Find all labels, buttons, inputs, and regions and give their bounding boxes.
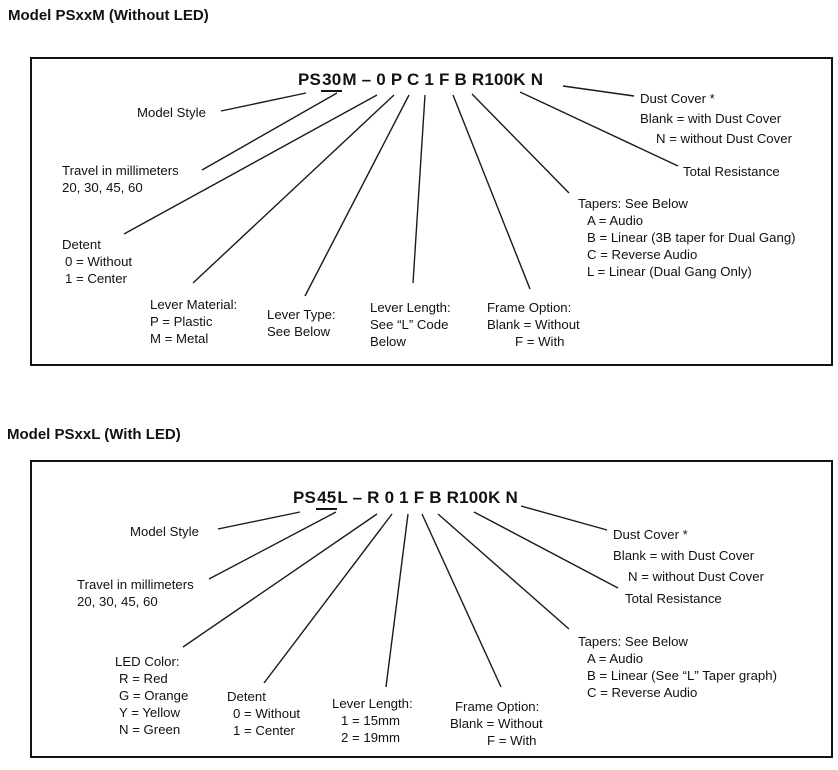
label-line: Tapers: See Below — [578, 634, 688, 649]
label-line: Below — [370, 334, 406, 349]
label-model-style-2: Model Style — [130, 523, 199, 540]
label-line: See Below — [267, 324, 331, 339]
label-lever-length-2: Lever Length: 1 = 15mm 2 = 19mm — [332, 695, 413, 746]
label-line: Blank = with Dust Cover — [640, 111, 782, 126]
label-line: 1 = 15mm — [341, 713, 401, 728]
pn-prefix: PS — [298, 70, 322, 89]
label-total-resistance-2: Total Resistance — [625, 590, 722, 607]
diagram-box-psxxm — [30, 57, 833, 366]
label-line: Blank = Without — [487, 317, 580, 332]
label-line: Y = Yellow — [119, 705, 180, 720]
label-lever-material-1: Lever Material: P = Plastic M = Metal — [150, 296, 237, 347]
label-detent-2: Detent 0 = Without 1 = Center — [227, 688, 300, 739]
label-line: G = Orange — [119, 688, 189, 703]
label-line: 1 = Center — [233, 723, 295, 738]
label-line: F = With — [487, 733, 537, 748]
label-line: Dust Cover * — [613, 527, 688, 542]
label-line: Model Style — [137, 105, 206, 120]
label-line: A = Audio — [587, 651, 644, 666]
label-line: Total Resistance — [683, 164, 780, 179]
label-line: 2 = 19mm — [341, 730, 401, 745]
label-line: N = without Dust Cover — [628, 569, 764, 584]
label-line: Lever Type: — [267, 307, 336, 322]
label-line: M = Metal — [150, 331, 209, 346]
label-line: Total Resistance — [625, 591, 722, 606]
pn-suffix: L – R 0 1 F B R100K N — [337, 488, 518, 507]
label-line: 20, 30, 45, 60 — [77, 594, 158, 609]
label-line: F = With — [515, 334, 565, 349]
label-line: Dust Cover * — [640, 91, 715, 106]
label-line: LED Color: — [115, 654, 180, 669]
label-line: Travel in millimeters — [62, 163, 179, 178]
pn-travel-underlined: 45 — [316, 488, 338, 510]
label-dust-cover-2: Dust Cover * Blank = with Dust Cover N =… — [613, 524, 764, 587]
label-travel-2: Travel in millimeters 20, 30, 45, 60 — [77, 576, 194, 610]
label-line: Model Style — [130, 524, 199, 539]
label-line: B = Linear (3B taper for Dual Gang) — [587, 230, 796, 245]
label-model-style-1: Model Style — [137, 104, 206, 121]
label-line: 20, 30, 45, 60 — [62, 180, 143, 195]
label-travel-1: Travel in millimeters 20, 30, 45, 60 — [62, 162, 179, 196]
label-detent-1: Detent 0 = Without 1 = Center — [62, 236, 132, 287]
label-frame-option-2: Frame Option: Blank = Without F = With — [450, 698, 543, 749]
label-line: R = Red — [119, 671, 168, 686]
part-number-psxxl: PS45L – R 0 1 F B R100K N — [293, 488, 518, 510]
label-line: A = Audio — [587, 213, 644, 228]
label-line: See “L” Code — [370, 317, 449, 332]
pn-prefix: PS — [293, 488, 317, 507]
label-line: N = without Dust Cover — [656, 131, 792, 146]
label-line: 0 = Without — [233, 706, 301, 721]
label-line: Frame Option: — [487, 300, 572, 315]
label-lever-length-1: Lever Length: See “L” Code Below — [370, 299, 451, 350]
diagram-box-psxxl — [30, 460, 833, 758]
label-line: Detent — [62, 237, 101, 252]
label-line: P = Plastic — [150, 314, 213, 329]
label-line: 0 = Without — [65, 254, 133, 269]
label-line: B = Linear (See “L” Taper graph) — [587, 668, 777, 683]
label-line: C = Reverse Audio — [587, 685, 698, 700]
label-lever-type-1: Lever Type: See Below — [267, 306, 336, 340]
label-line: 1 = Center — [65, 271, 127, 286]
label-line: Tapers: See Below — [578, 196, 688, 211]
label-line: L = Linear (Dual Gang Only) — [587, 264, 752, 279]
label-line: Blank = with Dust Cover — [613, 548, 755, 563]
label-frame-option-1: Frame Option: Blank = Without F = With — [487, 299, 580, 350]
label-line: Detent — [227, 689, 266, 704]
label-line: Blank = Without — [450, 716, 543, 731]
label-tapers-2: Tapers: See Below A = Audio B = Linear (… — [578, 633, 777, 701]
label-line: Lever Material: — [150, 297, 238, 312]
pn-suffix: M – 0 P C 1 F B R100K N — [342, 70, 544, 89]
label-line: Frame Option: — [455, 699, 540, 714]
label-line: C = Reverse Audio — [587, 247, 698, 262]
section-title-psxxl: Model PSxxL (With LED) — [7, 426, 181, 443]
label-dust-cover-1: Dust Cover * Blank = with Dust Cover N =… — [640, 89, 792, 149]
label-total-resistance-1: Total Resistance — [683, 163, 780, 180]
label-line: Lever Length: — [370, 300, 451, 315]
label-line: Lever Length: — [332, 696, 413, 711]
part-number-psxxm: PS30M – 0 P C 1 F B R100K N — [298, 70, 544, 92]
label-line: Travel in millimeters — [77, 577, 194, 592]
label-tapers-1: Tapers: See Below A = Audio B = Linear (… — [578, 195, 796, 280]
section-title-psxxm: Model PSxxM (Without LED) — [8, 7, 209, 24]
label-line: N = Green — [119, 722, 181, 737]
label-led-color-2: LED Color: R = Red G = Orange Y = Yellow… — [115, 653, 188, 738]
pn-travel-underlined: 30 — [321, 70, 343, 92]
